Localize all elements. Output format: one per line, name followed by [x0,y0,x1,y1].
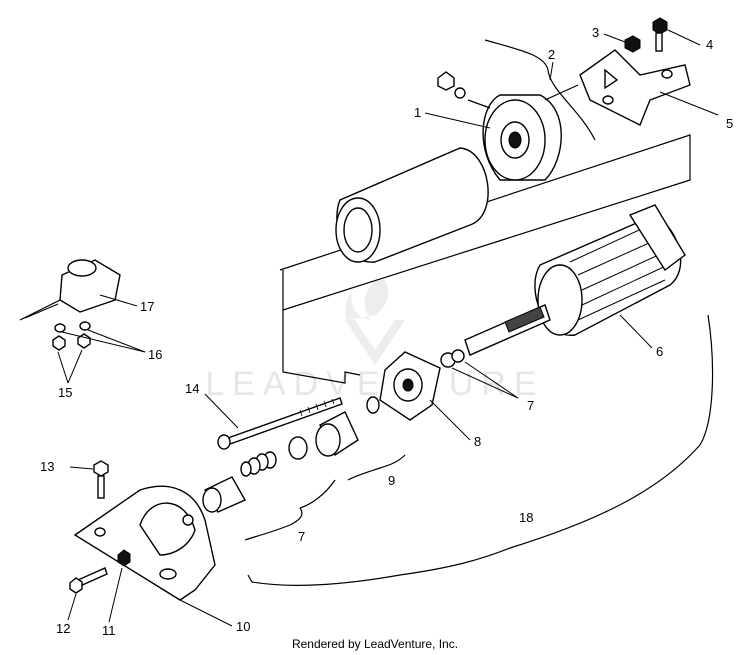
callout-13: 13 [40,459,54,474]
through-bolt-long [217,397,343,450]
nut-11 [117,549,131,567]
drive-end-plate [366,351,441,421]
watermark-text: LEADVENTURE [205,365,544,403]
spring-washers [240,451,277,477]
armature [464,204,686,356]
callout-3: 3 [592,25,599,40]
callout-7-upper: 7 [527,398,534,413]
callout-labels: 1 2 3 4 5 6 7 7 8 9 10 11 12 13 14 15 16… [40,25,733,638]
callout-18: 18 [519,510,533,525]
bolt-top [652,17,668,52]
bushing [202,476,246,513]
callout-8: 8 [474,434,481,449]
mounting-bracket-top [579,49,691,126]
callout-6: 6 [656,344,663,359]
callout-4: 4 [706,37,713,52]
assembly-outline [247,39,714,586]
callout-9: 9 [388,473,395,488]
callout-11: 11 [102,623,116,638]
watermark: LEADVENTURE [205,280,544,403]
solenoid-nuts [52,321,91,351]
motor-housing [335,147,489,263]
end-cap [482,84,579,181]
callout-17: 17 [140,299,154,314]
mounting-bracket-lower [73,485,216,601]
drive-pinion [288,411,359,460]
callout-7-lower: 7 [298,529,305,544]
callout-15: 15 [58,385,72,400]
callout-10: 10 [236,619,250,634]
bolt-13 [93,460,109,499]
callout-2: 2 [548,47,555,62]
through-bolt-nut [437,71,491,109]
callout-12: 12 [56,621,70,636]
callout-1: 1 [414,105,421,120]
callout-5: 5 [726,116,733,131]
footer-credit: Rendered by LeadVenture, Inc. [291,637,459,651]
washers-top [440,349,465,368]
solenoid [19,259,121,321]
callout-14: 14 [185,381,199,396]
brace-group [244,454,406,541]
bolt-12 [69,567,108,594]
leader-lines [57,29,719,627]
nut-top [624,35,641,53]
callout-16: 16 [148,347,162,362]
